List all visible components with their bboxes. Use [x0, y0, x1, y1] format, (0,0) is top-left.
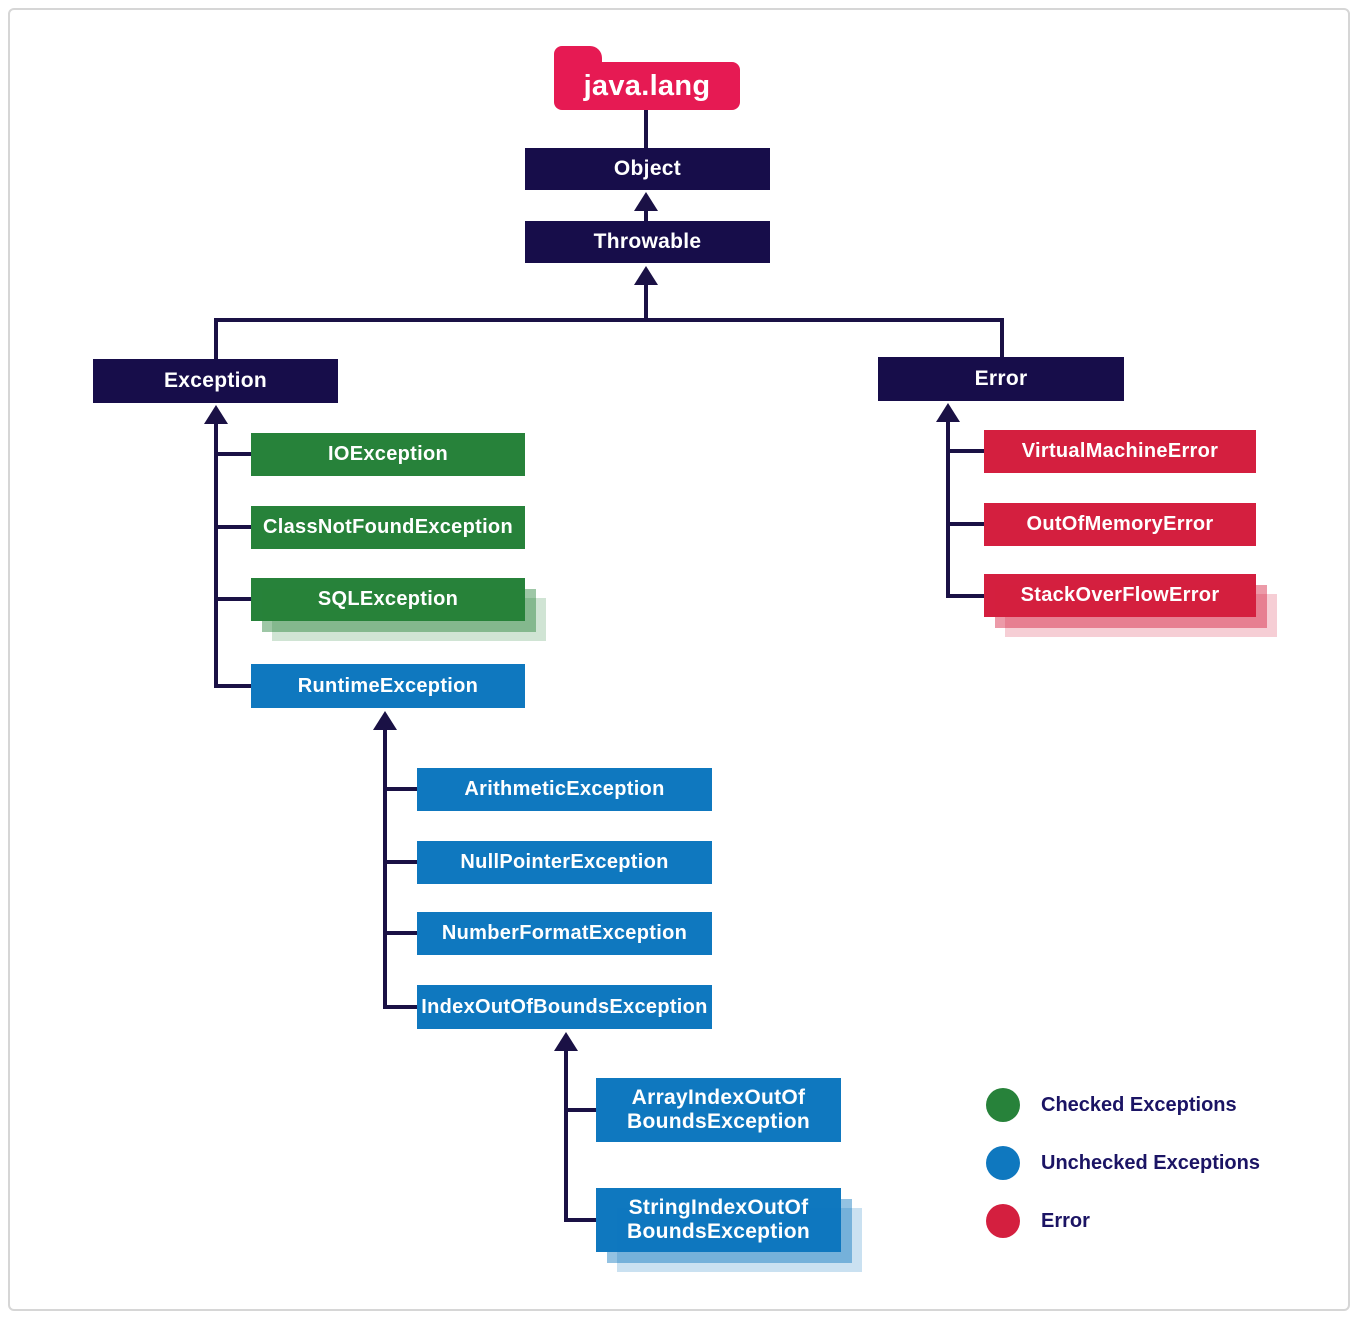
node-arithmeticexception: ArithmeticException [417, 768, 712, 811]
legend-unchecked-label: Unchecked Exceptions [1041, 1152, 1260, 1174]
connector-stub-ioexception [214, 452, 251, 456]
node-exception: Exception [93, 359, 338, 403]
node-ioexception: IOException [251, 433, 525, 476]
node-virtualmachineerror: VirtualMachineError [984, 430, 1256, 473]
connector-stub-classnotfound [214, 525, 251, 529]
node-stackoverflowerror: StackOverFlowError [984, 574, 1256, 617]
arrowhead-to-indexoutofbounds [554, 1032, 578, 1051]
connector-error-trunk [946, 419, 950, 598]
arrowhead-to-error [936, 403, 960, 422]
connector-stub-arrayindex [564, 1108, 596, 1112]
node-stringindexoutofboundsexception: StringIndexOutOf BoundsException [596, 1188, 841, 1252]
connector-stub-numberformat [383, 931, 417, 935]
connector-throwable-object [644, 208, 648, 222]
arrowhead-to-runtime [373, 711, 397, 730]
node-numberformatexception: NumberFormatException [417, 912, 712, 955]
arrowhead-to-exception [204, 405, 228, 424]
arrowhead-to-throwable [634, 266, 658, 285]
connector-drop-exception [214, 318, 218, 359]
connector-stub-nullpointer [383, 860, 417, 864]
node-indexoutofboundsexception: IndexOutOfBoundsException [417, 985, 712, 1029]
node-outofmemoryerror: OutOfMemoryError [984, 503, 1256, 546]
legend-unchecked-dot-icon [986, 1146, 1020, 1180]
connector-package-object [644, 108, 648, 149]
connector-stub-indexoutofbounds [383, 1005, 417, 1009]
connector-stub-arithmetic [383, 787, 417, 791]
connector-iob-trunk [564, 1048, 568, 1222]
arrowhead-to-object [634, 192, 658, 211]
connector-stub-stackoverflow [946, 594, 984, 598]
connector-stub-sqlexception [214, 597, 251, 601]
node-arrayindexoutofboundsexception: ArrayIndexOutOf BoundsException [596, 1078, 841, 1142]
legend-checked-dot-icon [986, 1088, 1020, 1122]
node-nullpointerexception: NullPointerException [417, 841, 712, 884]
connector-stub-stringindex [564, 1218, 596, 1222]
node-throwable: Throwable [525, 221, 770, 263]
node-object: Object [525, 148, 770, 190]
connector-stub-virtualmachine [946, 449, 984, 453]
node-runtimeexception: RuntimeException [251, 664, 525, 708]
connector-runtime-trunk [383, 727, 387, 1009]
legend-checked-label: Checked Exceptions [1041, 1094, 1237, 1116]
node-java-lang-package: java.lang [554, 62, 740, 110]
legend-error-label: Error [1041, 1210, 1090, 1232]
node-sqlexception: SQLException [251, 578, 525, 621]
node-classnotfoundexception: ClassNotFoundException [251, 506, 525, 549]
connector-stub-runtime [214, 684, 251, 688]
java-lang-label: java.lang [583, 69, 711, 102]
connector-split-bar [214, 318, 1004, 322]
node-error: Error [878, 357, 1124, 401]
connector-drop-error [1000, 318, 1004, 357]
connector-stub-outofmemory [946, 522, 984, 526]
connector-exception-trunk [214, 421, 218, 688]
legend-error-dot-icon [986, 1204, 1020, 1238]
connector-split-throwable [644, 282, 648, 322]
